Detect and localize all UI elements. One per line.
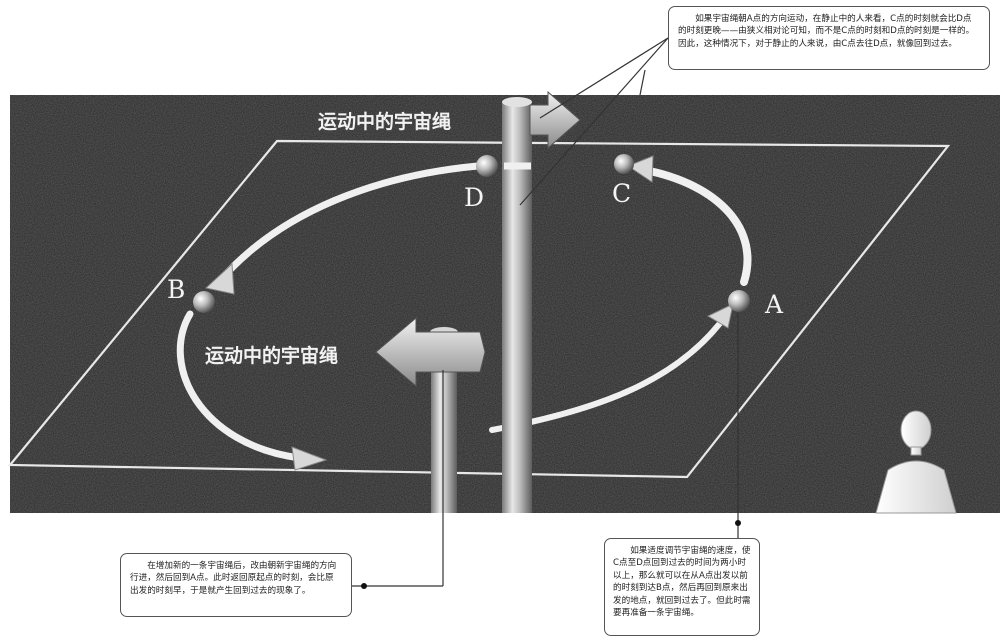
human-figure-icon bbox=[875, 410, 957, 514]
point-a-ball bbox=[728, 290, 750, 312]
path-a-to-c bbox=[641, 166, 752, 286]
path-d-to-b bbox=[214, 162, 482, 287]
arrowhead-to-a bbox=[706, 303, 734, 329]
title-bottom: 运动中的宇宙绳 bbox=[205, 344, 338, 367]
arrowhead-to-c bbox=[626, 155, 654, 183]
point-c-label: C bbox=[612, 179, 631, 208]
cosmic-string-pole bbox=[502, 102, 532, 513]
point-b-ball bbox=[193, 291, 215, 313]
arrowhead-to-b bbox=[204, 262, 235, 295]
arrowhead-to-loop bbox=[291, 446, 328, 471]
callout-bottom-right-note: 如果适度调节宇宙绳的速度，使C点至D点回到过去的时间为两小时以上，那么就可以在从… bbox=[604, 538, 760, 636]
point-a-label: A bbox=[764, 290, 784, 319]
path-b-to-loop bbox=[176, 310, 304, 462]
point-d-ball bbox=[476, 155, 498, 177]
point-d-label: D bbox=[464, 183, 484, 212]
left-arrow-sign-icon bbox=[375, 316, 486, 388]
point-c-ball bbox=[614, 154, 634, 174]
spacetime-plane bbox=[7, 139, 951, 479]
back-pole bbox=[431, 350, 457, 513]
right-arrow-sign-icon bbox=[529, 90, 581, 150]
title-top: 运动中的宇宙绳 bbox=[318, 110, 451, 133]
callout-bottom-left-note: 在增加新的一条宇宙绳后，改由朝新宇宙绳的方向行进，然后回到A点。此时返回原起点的… bbox=[120, 553, 352, 617]
callout-top-note: 如果宇宙绳朝A点的方向运动，在静止中的人来看，C点的时刻就会比D点的时刻更晚——… bbox=[668, 6, 990, 70]
point-b-label: B bbox=[167, 275, 185, 304]
